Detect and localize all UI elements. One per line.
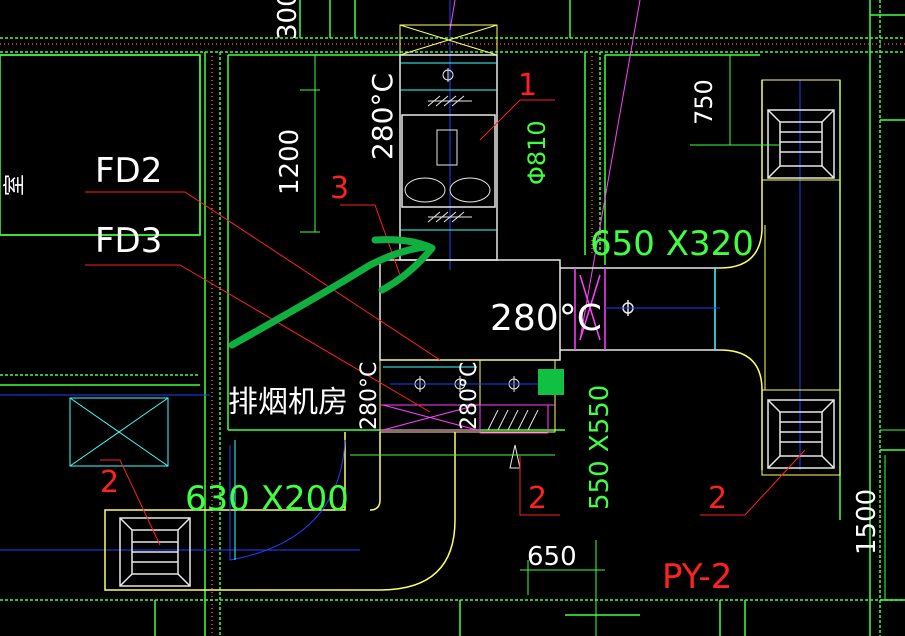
label-fd3: FD3 xyxy=(95,221,162,261)
left-room xyxy=(0,54,201,236)
dim-550x550: 550 X550 xyxy=(585,385,615,510)
callout-2-left: 2 xyxy=(100,465,119,500)
room-name: 排烟机房 xyxy=(228,385,348,420)
red-leaders xyxy=(85,99,806,546)
callout-1: 1 xyxy=(518,68,537,103)
axis-lines xyxy=(0,0,905,551)
dim-750: 750 xyxy=(690,79,718,125)
annotation-arrow xyxy=(228,236,436,349)
label-py2: PY-2 xyxy=(662,557,732,597)
dim-phi810: Φ810 xyxy=(523,120,551,185)
callout-2-mid: 2 xyxy=(528,481,547,516)
dim-1500: 1500 xyxy=(852,489,882,555)
callout-3: 3 xyxy=(330,171,349,206)
main-duct xyxy=(379,80,763,470)
dim-630x200: 630 X200 xyxy=(185,479,349,519)
temp-bottom-a: 280°C xyxy=(357,362,382,430)
dim-1200: 1200 xyxy=(275,129,305,195)
label-fd2: FD2 xyxy=(95,151,162,191)
callout-2-right: 2 xyxy=(708,481,727,516)
fan-unit xyxy=(399,24,498,261)
room-left-partial: 室 xyxy=(3,174,28,196)
green-marker xyxy=(538,369,564,395)
shaft-box xyxy=(69,397,169,467)
dim-650x320: 650 X320 xyxy=(590,224,754,264)
lower-dampers xyxy=(379,359,556,469)
dimension-lines xyxy=(300,55,886,636)
temp-bottom-b: 280°C xyxy=(457,362,482,430)
temp-top: 280°C xyxy=(366,73,399,160)
magenta-diagonal xyxy=(579,0,641,341)
temp-mid: 280°C xyxy=(490,298,602,339)
dim-650: 650 xyxy=(527,542,577,572)
dim-top-partial: 300 xyxy=(273,0,303,40)
lower-left-duct xyxy=(104,432,555,591)
right-duct xyxy=(761,79,841,476)
